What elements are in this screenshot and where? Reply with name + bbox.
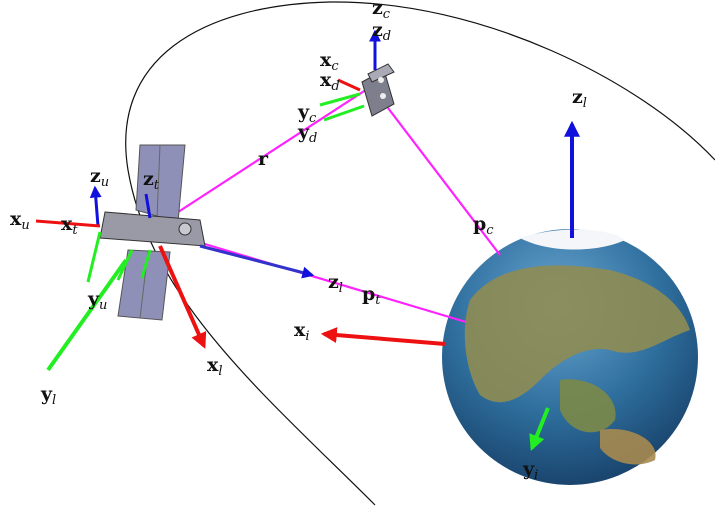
target-satellite — [99, 144, 206, 321]
label-xu: xu — [10, 208, 30, 233]
label-xi: xi — [294, 319, 310, 344]
label-yc: yc — [297, 101, 317, 126]
label-xc: xc — [320, 49, 339, 74]
earth-x-axis — [320, 327, 446, 346]
label-zt: zt — [143, 168, 160, 193]
label-yl: yl — [40, 383, 56, 408]
vector-r — [171, 83, 376, 217]
vector-pc — [387, 107, 501, 256]
chaser-y-axis-c — [319, 92, 361, 107]
target-z-axis-u — [89, 185, 102, 227]
label-xd: xd — [320, 69, 340, 94]
target-y-axis-l — [46, 258, 128, 372]
target-y-axis-u — [86, 231, 102, 283]
target-z-axis-t — [144, 193, 152, 219]
earth-y-axis — [529, 407, 550, 451]
target-x-axis-u — [35, 219, 101, 228]
label-xl: xl — [207, 354, 223, 379]
label-zl-sat: zl — [328, 271, 343, 296]
orbit-ellipse — [125, 1, 715, 506]
label-zu: zu — [90, 165, 109, 190]
chaser-x-axis — [337, 78, 361, 92]
vector-pt — [197, 240, 467, 324]
label-yi: yi — [522, 458, 538, 483]
label-r: r — [258, 148, 269, 170]
label-yu: yu — [87, 288, 107, 313]
target-z-axis-l — [199, 244, 315, 279]
label-yd: yd — [297, 121, 317, 146]
label-xt: xt — [61, 213, 78, 238]
target-y-axis-t2 — [140, 249, 152, 279]
label-pc: pc — [473, 213, 494, 238]
earth — [442, 229, 698, 485]
label-pt: pt — [362, 283, 381, 308]
label-zd: zd — [372, 19, 391, 44]
label-zc: zc — [372, 0, 391, 22]
target-y-axis-t — [116, 249, 134, 281]
label-zl-earth: zl — [572, 86, 587, 111]
target-x-axis-l — [158, 245, 207, 349]
chaser-satellite — [361, 63, 395, 117]
chaser-y-axis-d — [323, 104, 365, 122]
